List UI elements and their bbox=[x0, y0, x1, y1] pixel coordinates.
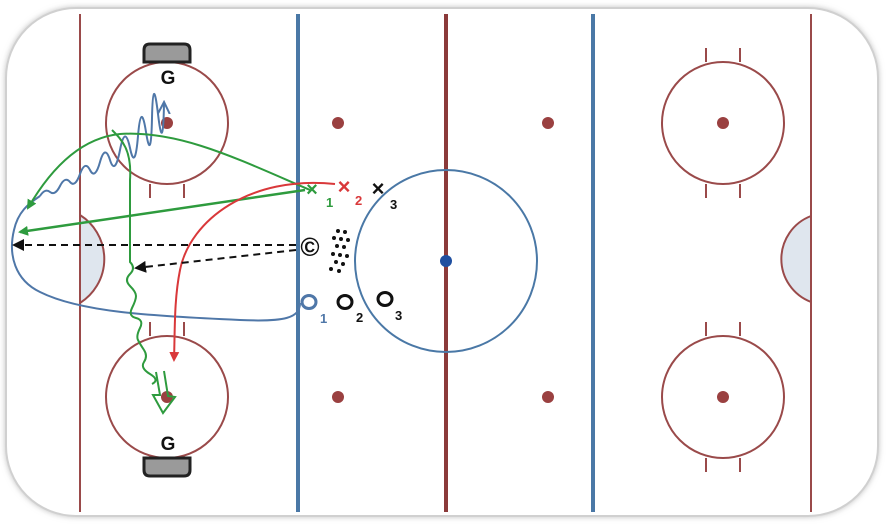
player-x1-mark: × bbox=[306, 179, 318, 201]
goalie-bottom-label: G bbox=[161, 434, 176, 455]
green-shot-arrow bbox=[151, 370, 177, 415]
blue-skate-path bbox=[10, 195, 301, 322]
player-o1-marker bbox=[300, 294, 318, 310]
goalie-top-label: G bbox=[161, 68, 176, 89]
player-x2-mark: × bbox=[338, 174, 351, 199]
faceoff-dot bbox=[542, 391, 554, 403]
goal-net-icon bbox=[142, 456, 192, 478]
player-o2-number: 2 bbox=[356, 310, 363, 325]
player-x2-number: 2 bbox=[355, 193, 362, 208]
green-carry-path bbox=[111, 129, 157, 385]
center-dot bbox=[440, 255, 452, 267]
center-circle bbox=[354, 169, 538, 353]
puck-pile-icon bbox=[329, 229, 350, 273]
player-o2-marker bbox=[336, 294, 354, 310]
coach-pass-short bbox=[134, 249, 297, 273]
player-o3-number: 3 bbox=[395, 308, 402, 323]
faceoff-circle-top-right bbox=[661, 48, 785, 198]
red-skate-path bbox=[169, 181, 336, 362]
faceoff-dot bbox=[542, 117, 554, 129]
faceoff-dot bbox=[332, 391, 344, 403]
green-skate-path bbox=[26, 132, 311, 210]
player-x1-number: 1 bbox=[326, 195, 333, 210]
player-o3-marker bbox=[376, 291, 394, 307]
green-pass-line bbox=[18, 188, 306, 236]
coach-symbol: © bbox=[300, 232, 319, 262]
goal-net-icon bbox=[142, 42, 192, 64]
player-o1-number: 1 bbox=[320, 311, 327, 326]
faceoff-dot bbox=[332, 117, 344, 129]
left-crease bbox=[79, 213, 106, 305]
player-x3-number: 3 bbox=[390, 197, 397, 212]
player-x3-mark: × bbox=[372, 176, 385, 201]
blue-carry-path bbox=[39, 93, 164, 197]
right-crease bbox=[780, 214, 812, 304]
faceoff-circle-bottom-right bbox=[661, 322, 785, 472]
